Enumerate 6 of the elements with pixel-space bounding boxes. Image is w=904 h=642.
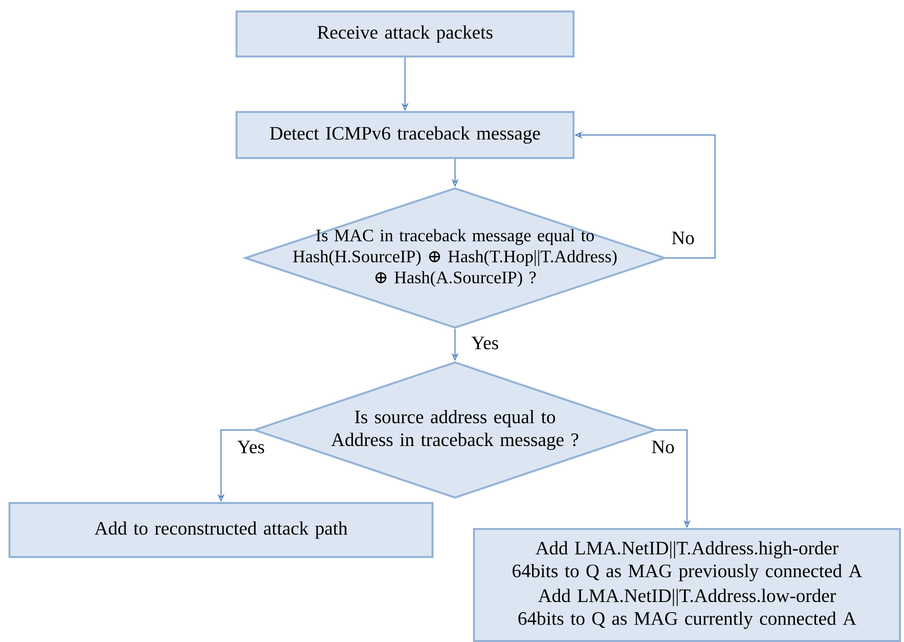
process-box: Add LMA.NetID||T.Address.high-order 64bits to Q as MAG previously connected A Add LMA.NetID||T.Address.low-order 64bits to Q as MAG currently connected A: [473, 528, 902, 642]
edge-label: No: [670, 230, 696, 246]
process-box: Receive attack packets: [236, 10, 574, 58]
edge-label: Yes: [470, 336, 500, 350]
process-box: Add to reconstructed attack path: [8, 502, 434, 558]
process-box: Detect ICMPv6 traceback message: [236, 111, 574, 159]
